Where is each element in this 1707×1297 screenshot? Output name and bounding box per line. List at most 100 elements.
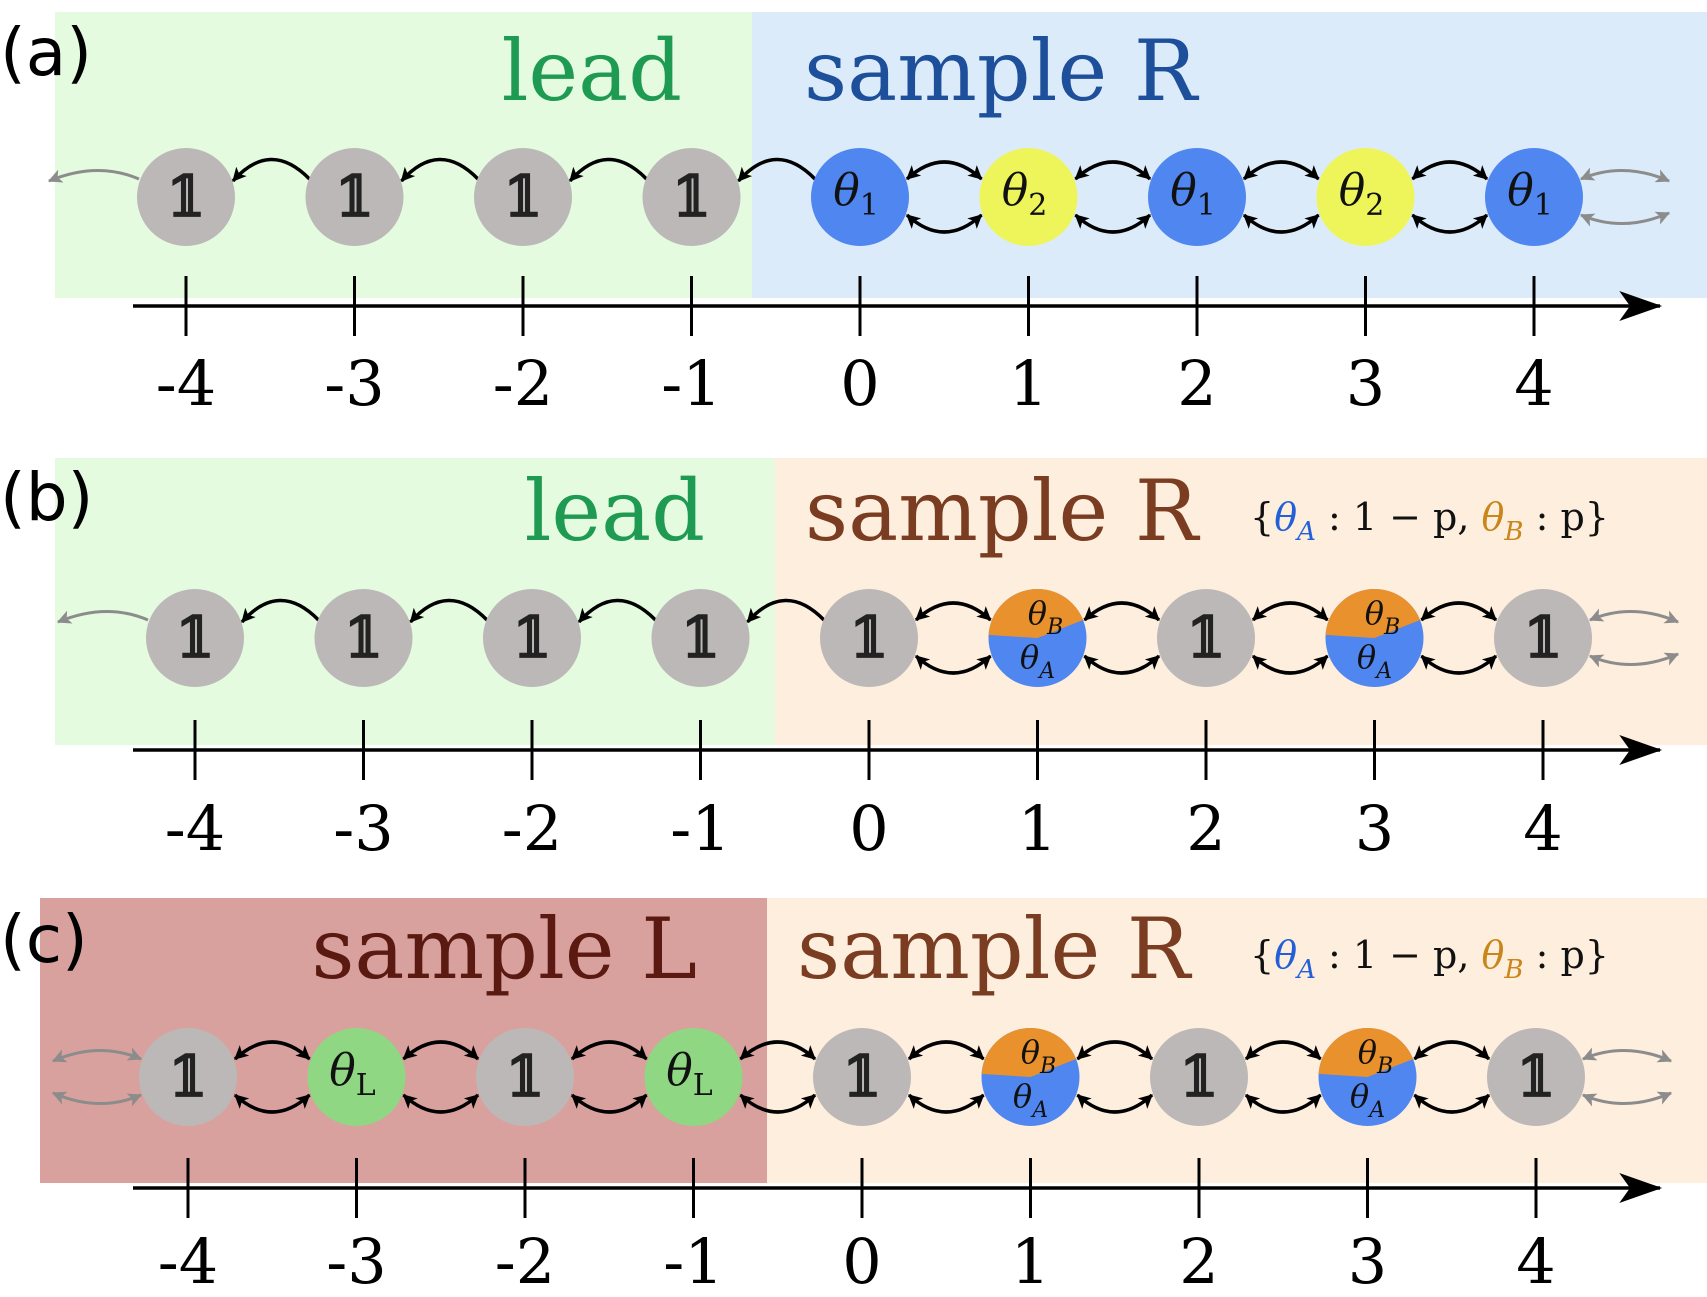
- site-0: 𝟙: [813, 1028, 911, 1126]
- hop-arrow: [400, 157, 480, 183]
- site-1: θ2: [979, 148, 1078, 246]
- axis-tick-label: 4: [1516, 1225, 1555, 1297]
- hop-arrow-upper: [907, 1040, 985, 1061]
- site-3: θ2: [1316, 148, 1415, 246]
- theta-b-label: θB: [1365, 594, 1400, 640]
- identity-site-disk: [1150, 1028, 1248, 1126]
- identity-symbol: 𝟙: [513, 605, 552, 671]
- hop-arrow: [746, 598, 826, 624]
- axis-tick-label: 3: [1355, 792, 1394, 865]
- hop-arrow-upper: [570, 1040, 648, 1061]
- hop-arrow: [409, 598, 489, 624]
- hop-arrow-lower: [907, 1093, 985, 1114]
- hop-arrow-upper: [1411, 160, 1489, 181]
- identity-site-disk: [813, 1028, 911, 1126]
- site-4: 𝟙: [1487, 1028, 1585, 1126]
- coin-site-disk: [1316, 148, 1415, 246]
- identity-site-disk: [1157, 589, 1255, 687]
- identity-symbol: 𝟙: [850, 605, 889, 671]
- coin-label: θ2: [1339, 165, 1385, 223]
- left-boundary-arrow-lower: [51, 1091, 143, 1107]
- axis-tick-label: -1: [661, 347, 721, 420]
- identity-symbol: 𝟙: [344, 605, 383, 671]
- axis-tick-label: 3: [1346, 347, 1385, 420]
- axis-tick-label: 3: [1348, 1225, 1387, 1297]
- identity-symbol: 𝟙: [335, 164, 374, 230]
- left-region-title: sample L: [311, 900, 697, 998]
- hop-arrow: [577, 598, 657, 624]
- identity-site-disk: [483, 589, 581, 687]
- theta-a-label: θA: [1350, 1077, 1385, 1123]
- coin-site-disk: [1485, 148, 1583, 246]
- identity-site-disk: [314, 589, 413, 687]
- hop-arrow-lower: [1242, 213, 1320, 234]
- probability-legend: {θA : 1 − p, θB : p}: [1250, 933, 1609, 985]
- hop-arrow: [231, 157, 311, 183]
- identity-site-disk: [820, 589, 918, 687]
- hop-arrow: [568, 157, 648, 183]
- right-region-title: sample R: [797, 900, 1193, 998]
- axis-tick-label: -3: [326, 1225, 386, 1297]
- coin-site-disk: [644, 1028, 743, 1126]
- site--3: θL: [307, 1028, 406, 1126]
- identity-site-disk: [146, 589, 244, 687]
- site-4: θ1: [1485, 148, 1583, 246]
- right-region-title: sample R: [804, 22, 1200, 120]
- axis-tick-label: -1: [663, 1225, 723, 1297]
- hop-arrow-lower: [1074, 213, 1152, 234]
- site-4: 𝟙: [1494, 589, 1592, 687]
- hop-arrow-lower: [1420, 654, 1498, 675]
- theta-b-wedge: [1318, 1027, 1414, 1077]
- right-boundary-arrow-lower: [1581, 1091, 1673, 1107]
- hop-arrow-upper: [1420, 601, 1498, 622]
- identity-site-disk: [642, 148, 741, 246]
- hop-arrow-lower: [1076, 1093, 1154, 1114]
- theta-a-label: θA: [1013, 1077, 1048, 1123]
- axis-tick-label: -2: [493, 347, 553, 420]
- identity-site-disk: [305, 148, 404, 246]
- hop-arrow-lower: [739, 1093, 817, 1114]
- site-0: 𝟙: [820, 589, 918, 687]
- theta-b-label: θB: [1358, 1033, 1393, 1079]
- site--4: 𝟙: [146, 589, 244, 687]
- panel-label: (c): [0, 901, 88, 978]
- axis-tick-label: 0: [840, 347, 879, 420]
- site--1: 𝟙: [642, 148, 741, 246]
- site--4: 𝟙: [139, 1028, 237, 1126]
- identity-site-disk: [139, 1028, 237, 1126]
- theta-b-wedge: [988, 588, 1084, 638]
- hop-arrow-upper: [1251, 601, 1329, 622]
- site--2: 𝟙: [483, 589, 581, 687]
- left-region-title: lead: [502, 22, 682, 120]
- axis-tick-label: 4: [1523, 792, 1562, 865]
- coin-label: θL: [329, 1045, 376, 1103]
- axis-tick-label: -4: [156, 347, 216, 420]
- hop-arrow-lower: [402, 1093, 480, 1114]
- hop-arrow: [240, 598, 320, 624]
- hop-arrow-lower: [1411, 213, 1489, 234]
- hop-arrow-lower: [914, 654, 992, 675]
- site-0: θ1: [811, 148, 909, 246]
- coin-label: θ1: [833, 165, 879, 223]
- left-boundary-arrow-upper: [51, 1047, 143, 1063]
- site-2: θ1: [1148, 148, 1246, 246]
- identity-symbol: 𝟙: [1517, 1044, 1556, 1110]
- theta-b-wedge: [1325, 589, 1421, 638]
- panel-label: (a): [0, 14, 92, 91]
- site--4: 𝟙: [137, 148, 235, 246]
- coin-site-disk: [979, 148, 1078, 246]
- hop-arrow-upper: [1244, 1040, 1322, 1061]
- coin-label: θ2: [1002, 165, 1048, 223]
- axis-tick-label: 0: [842, 1225, 881, 1297]
- axis-tick-label: 1: [1009, 347, 1048, 420]
- identity-symbol: 𝟙: [672, 164, 711, 230]
- hop-arrow-lower: [570, 1093, 648, 1114]
- axis-tick-label: -1: [670, 792, 730, 865]
- right-boundary-arrow-lower: [1579, 211, 1671, 227]
